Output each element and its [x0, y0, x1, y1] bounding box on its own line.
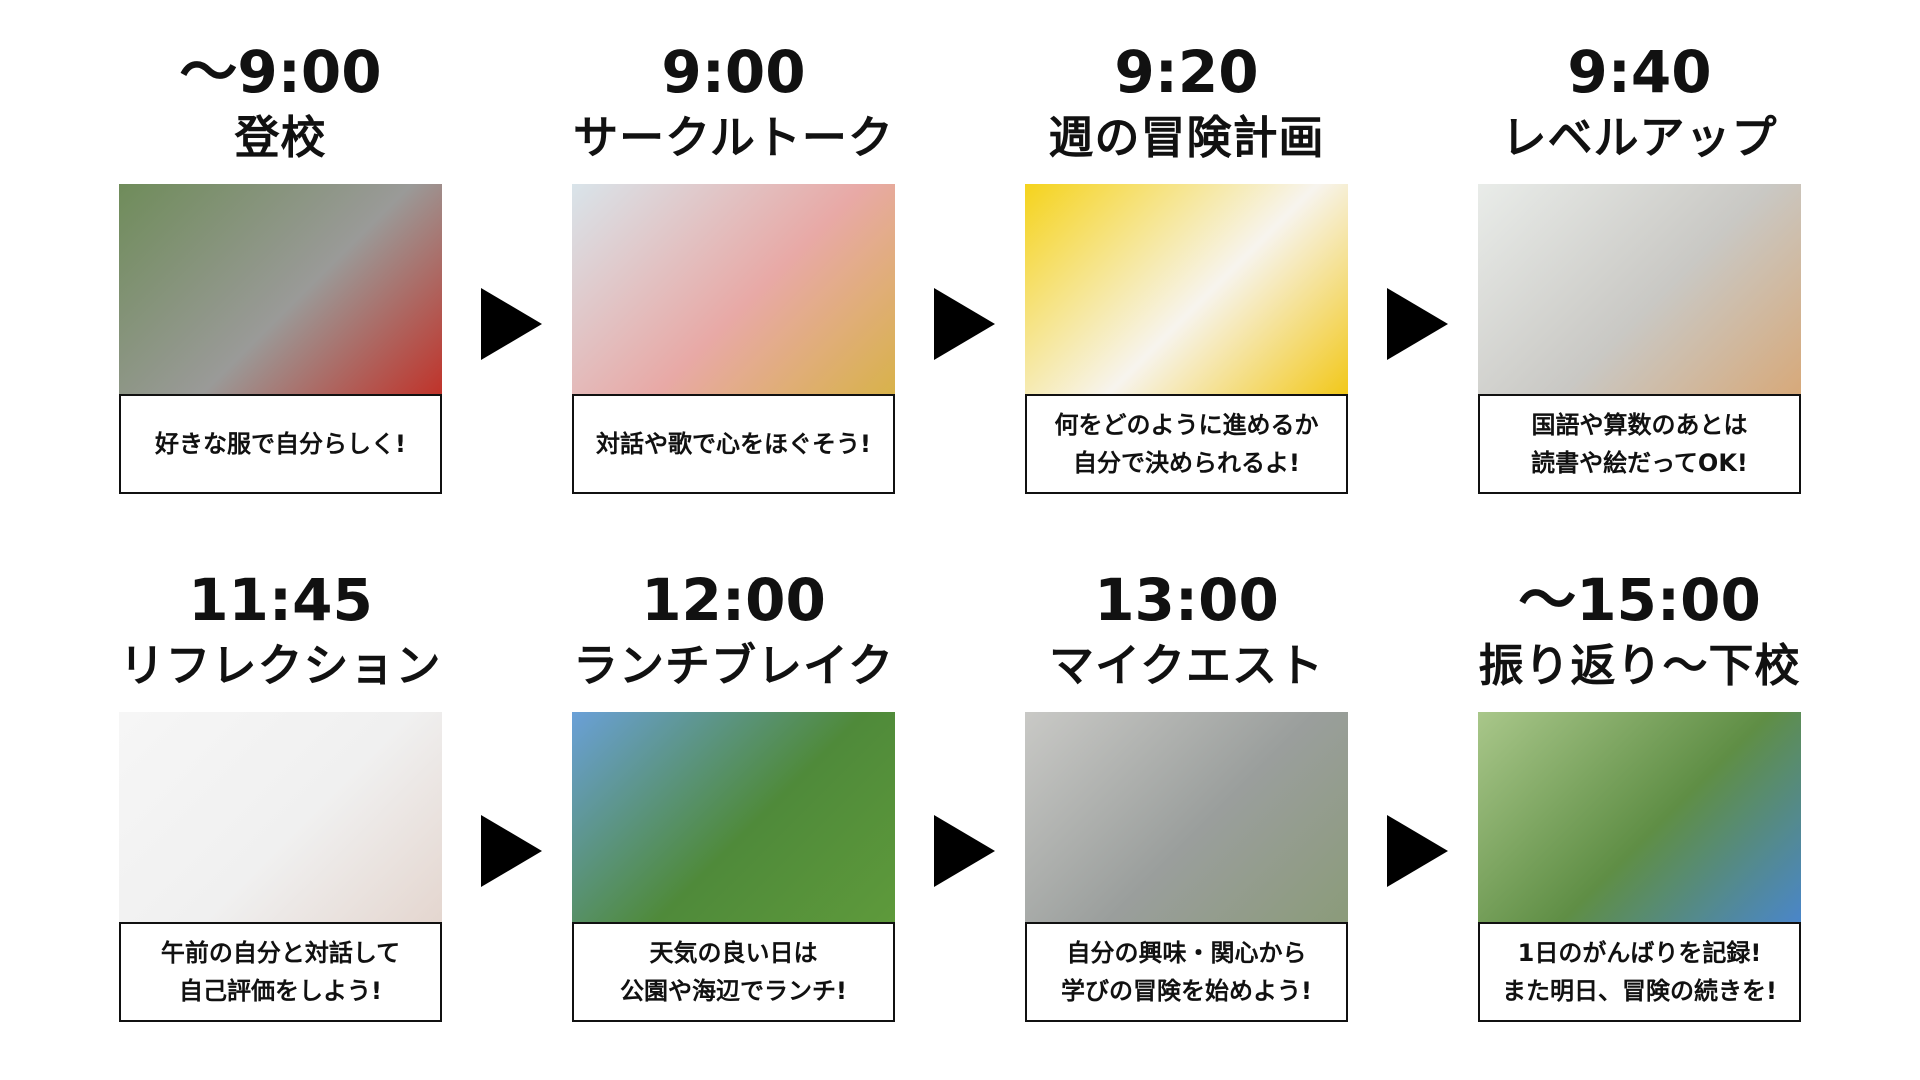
- step-title: ランチブレイク: [572, 639, 895, 692]
- step-time: 9:40: [1567, 38, 1712, 106]
- step-time: 9:20: [1114, 38, 1259, 106]
- next-arrow-icon: [934, 288, 995, 360]
- step-time: 〜15:00: [1518, 566, 1761, 634]
- step-photo: [119, 712, 442, 922]
- step-time: 9:00: [661, 38, 806, 106]
- step-title: レベルアップ: [1501, 111, 1778, 164]
- step-photo: [572, 712, 895, 922]
- step-title: サークルトーク: [573, 111, 894, 164]
- step-photo: [1478, 184, 1801, 394]
- step-time: 〜9:00: [179, 38, 382, 106]
- step-time: 11:45: [188, 566, 373, 634]
- step-photo: [1478, 712, 1801, 922]
- step-time: 12:00: [641, 566, 826, 634]
- next-arrow-icon: [481, 288, 542, 360]
- step-photo: [572, 184, 895, 394]
- step-caption: 対話や歌で心をほぐそう!: [572, 394, 895, 494]
- step-photo: [1025, 712, 1348, 922]
- step-caption: 1日のがんばりを記録! また明日、冒険の続きを!: [1478, 922, 1801, 1022]
- step-title: 振り返り〜下校: [1478, 639, 1801, 692]
- step-caption: 午前の自分と対話して 自己評価をしよう!: [119, 922, 442, 1022]
- step-caption: 好きな服で自分らしく!: [119, 394, 442, 494]
- step-caption: 国語や算数のあとは 読書や絵だってOK!: [1478, 394, 1801, 494]
- next-arrow-icon: [1387, 815, 1448, 887]
- step-caption: 何をどのように進めるか 自分で決められるよ!: [1025, 394, 1348, 494]
- step-title: マイクエスト: [1048, 639, 1325, 692]
- step-photo: [1025, 184, 1348, 394]
- step-caption: 自分の興味・関心から 学びの冒険を始めよう!: [1025, 922, 1348, 1022]
- next-arrow-icon: [934, 815, 995, 887]
- step-title: 週の冒険計画: [1048, 111, 1325, 164]
- step-caption: 天気の良い日は 公園や海辺でランチ!: [572, 922, 895, 1022]
- step-photo: [119, 184, 442, 394]
- next-arrow-icon: [1387, 288, 1448, 360]
- step-title: 登校: [234, 111, 327, 164]
- step-title: リフレクション: [119, 639, 442, 692]
- next-arrow-icon: [481, 815, 542, 887]
- step-time: 13:00: [1094, 566, 1279, 634]
